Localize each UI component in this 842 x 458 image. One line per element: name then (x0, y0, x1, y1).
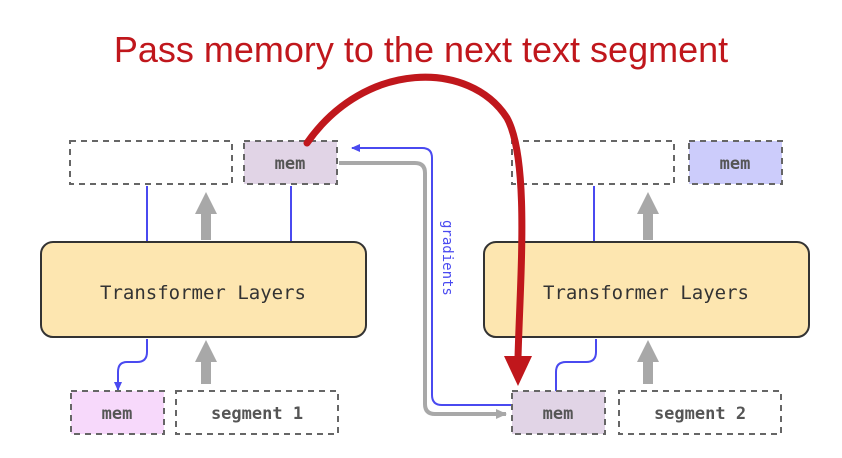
left-output-box (69, 140, 233, 185)
left-blue-mem-feed (114, 339, 148, 391)
right-output-box (511, 140, 675, 185)
right-segment-box (618, 390, 782, 435)
left-up-arrow-bottom (195, 340, 217, 384)
right-up-arrow-top (637, 192, 659, 240)
left-segment-label: segment 1 (211, 404, 303, 424)
left-mem-bottom-label: mem (102, 404, 133, 424)
left-transformer-label: Transformer Layers (100, 282, 306, 304)
right-mem-top-label: mem (720, 154, 751, 174)
left-up-arrow-top (195, 192, 217, 240)
left-mem-top-box (243, 140, 338, 185)
right-mem-bottom-box (511, 390, 606, 435)
diagram-title: Pass memory to the next text segment (113, 29, 729, 70)
right-mem-top-box (688, 140, 783, 185)
right-mem-bottom-label: mem (543, 404, 574, 424)
blue-gradient-connector (351, 144, 512, 406)
left-mem-top-label: mem (275, 154, 306, 174)
left-mem-bottom-box (70, 390, 165, 435)
gradients-label: gradients (439, 220, 455, 296)
red-pass-memory-arrow (303, 73, 526, 362)
right-transformer-label: Transformer Layers (543, 282, 749, 304)
red-arrow-head (504, 356, 532, 386)
left-segment-box (175, 390, 339, 435)
right-transformer-layers (483, 241, 810, 338)
right-blue-mem-feed (555, 339, 597, 391)
left-transformer-layers (40, 241, 367, 338)
right-up-arrow-bottom (637, 340, 659, 384)
right-segment-label: segment 2 (654, 404, 746, 424)
gray-forward-connector (339, 161, 507, 419)
